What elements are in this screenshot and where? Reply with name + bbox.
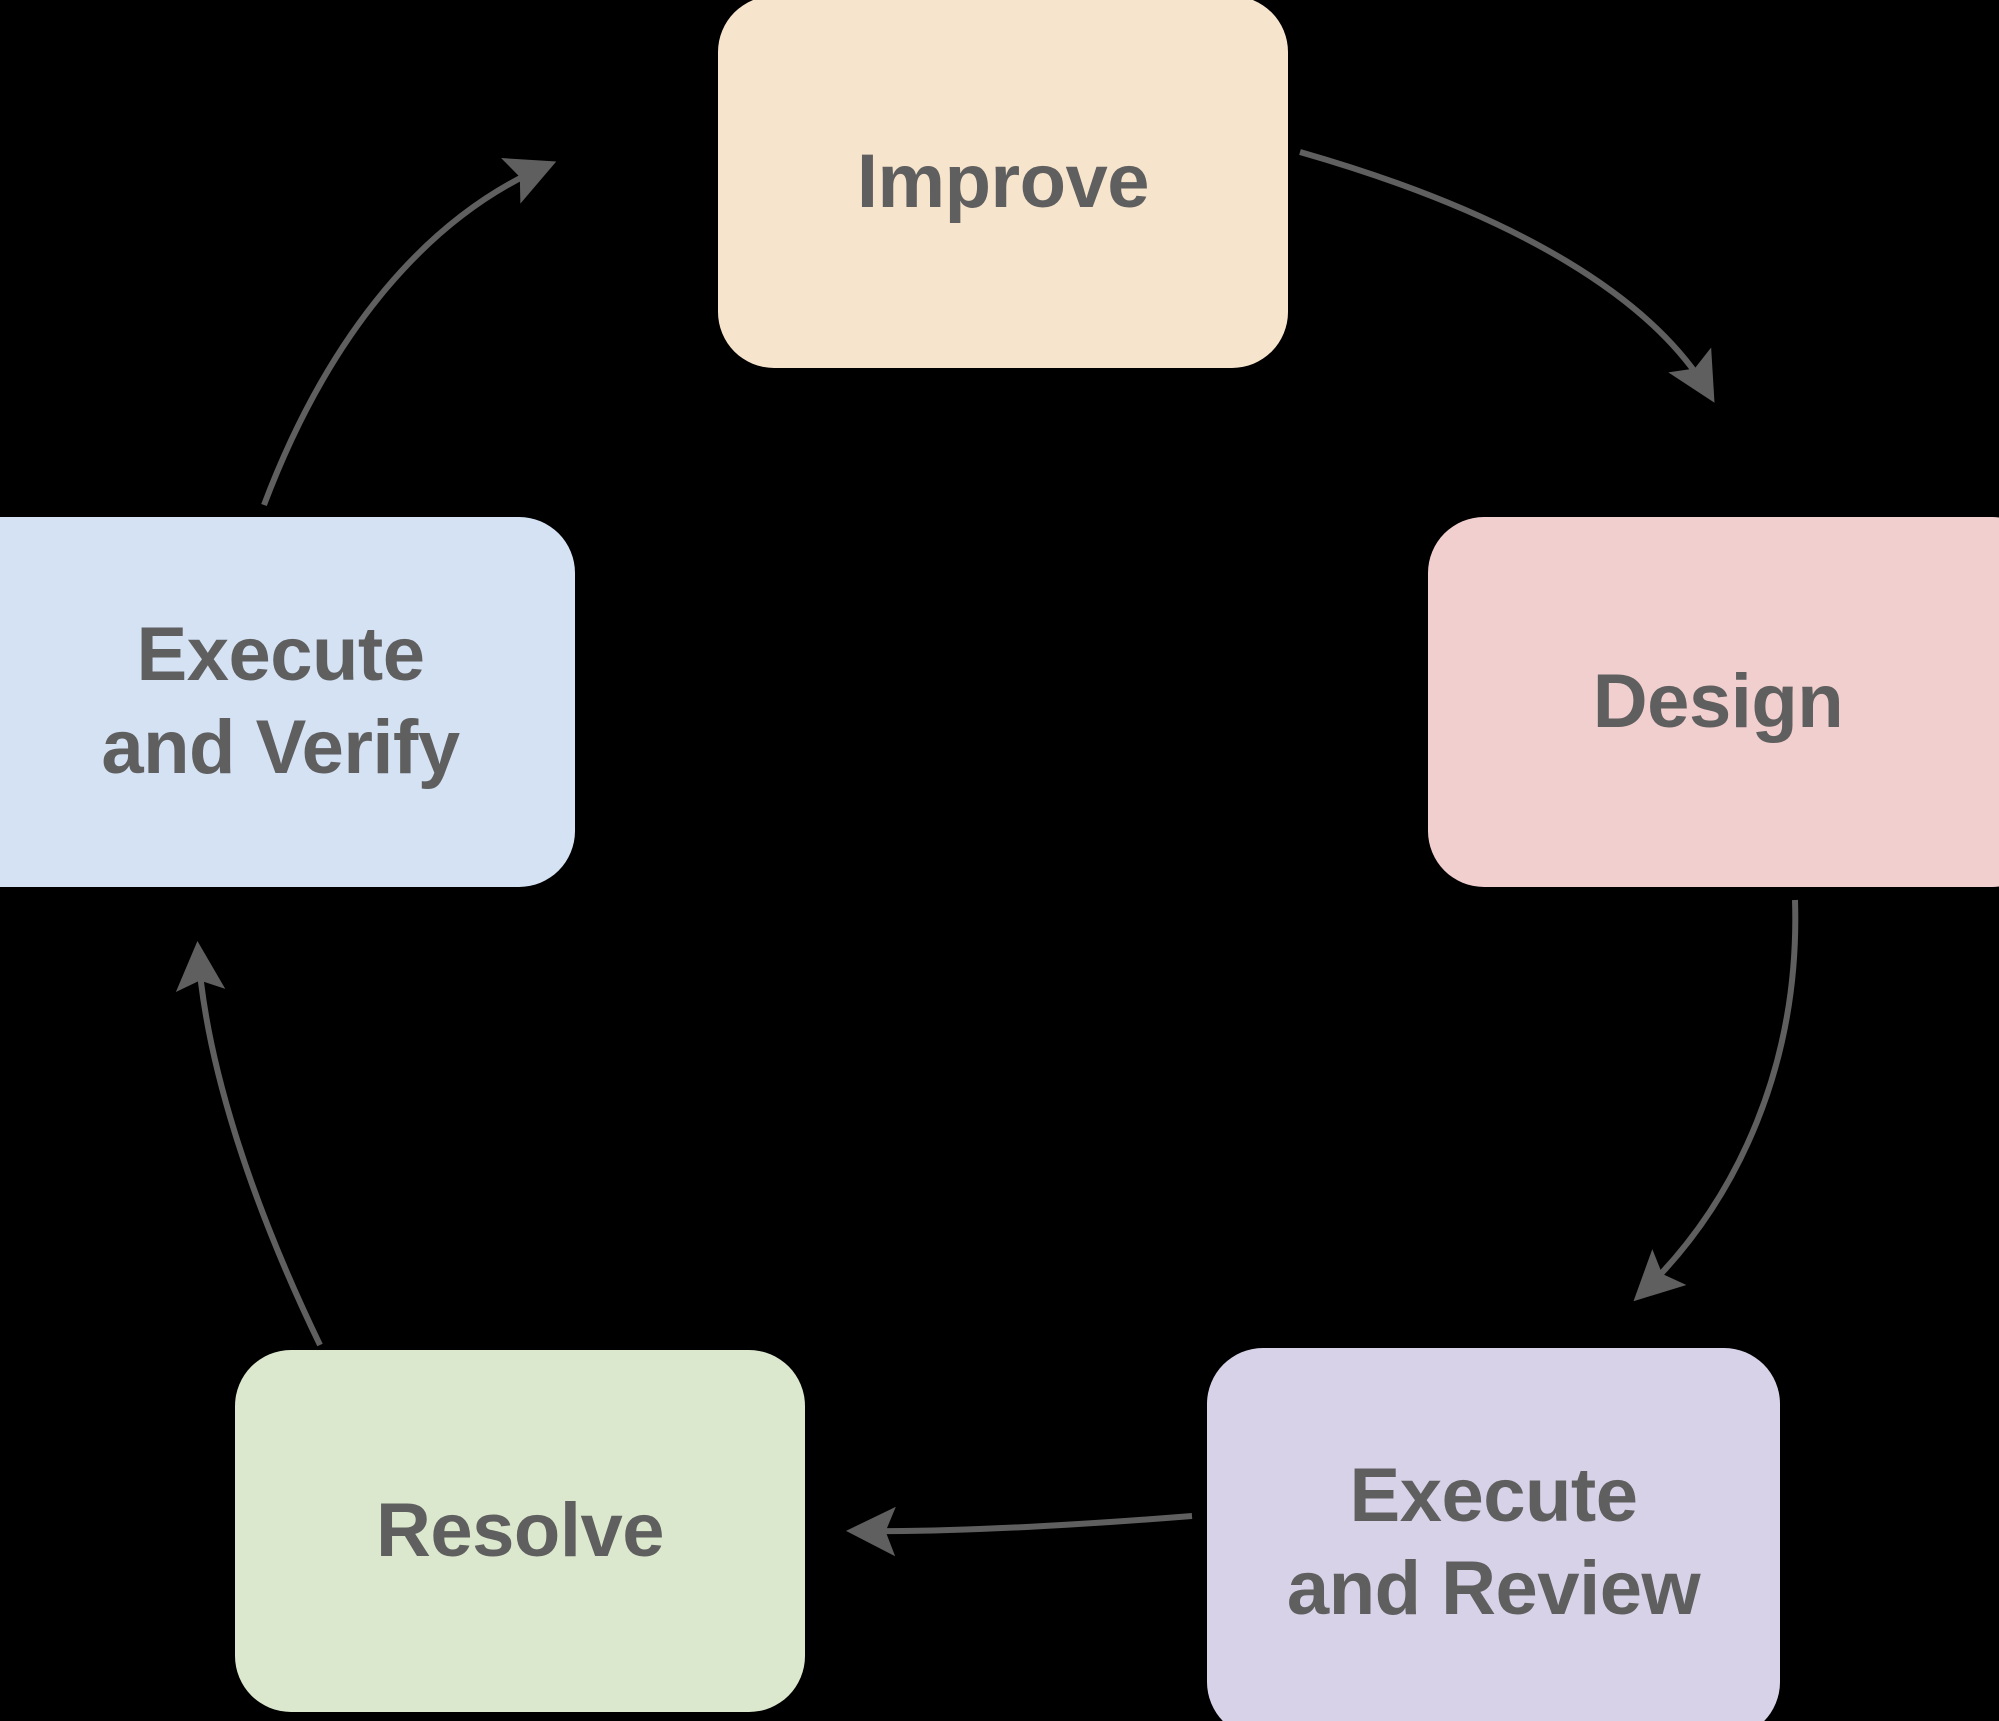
node-design-label: Design <box>1592 658 1844 744</box>
node-execute-and-review-label: Execute and Review <box>1286 1453 1701 1631</box>
edge-execute-review-to-resolve <box>846 1506 1193 1557</box>
node-resolve-label: Resolve <box>376 1487 665 1573</box>
edge-improve-to-design <box>1299 149 1715 403</box>
node-execute-and-verify-label: Execute and Verify <box>101 612 460 790</box>
node-execute-and-verify[interactable]: Execute and Verify <box>0 517 575 887</box>
node-improve-label: Improve <box>856 138 1150 224</box>
edge-resolve-to-execute-verify <box>175 941 323 1347</box>
node-resolve[interactable]: Resolve <box>235 1350 805 1712</box>
node-execute-and-review[interactable]: Execute and Review <box>1207 1348 1780 1721</box>
edge-execute-verify-to-improve <box>261 158 557 507</box>
edge-design-to-execute-review <box>1633 899 1799 1302</box>
node-improve[interactable]: Improve <box>718 0 1288 368</box>
node-design[interactable]: Design <box>1428 517 1999 887</box>
